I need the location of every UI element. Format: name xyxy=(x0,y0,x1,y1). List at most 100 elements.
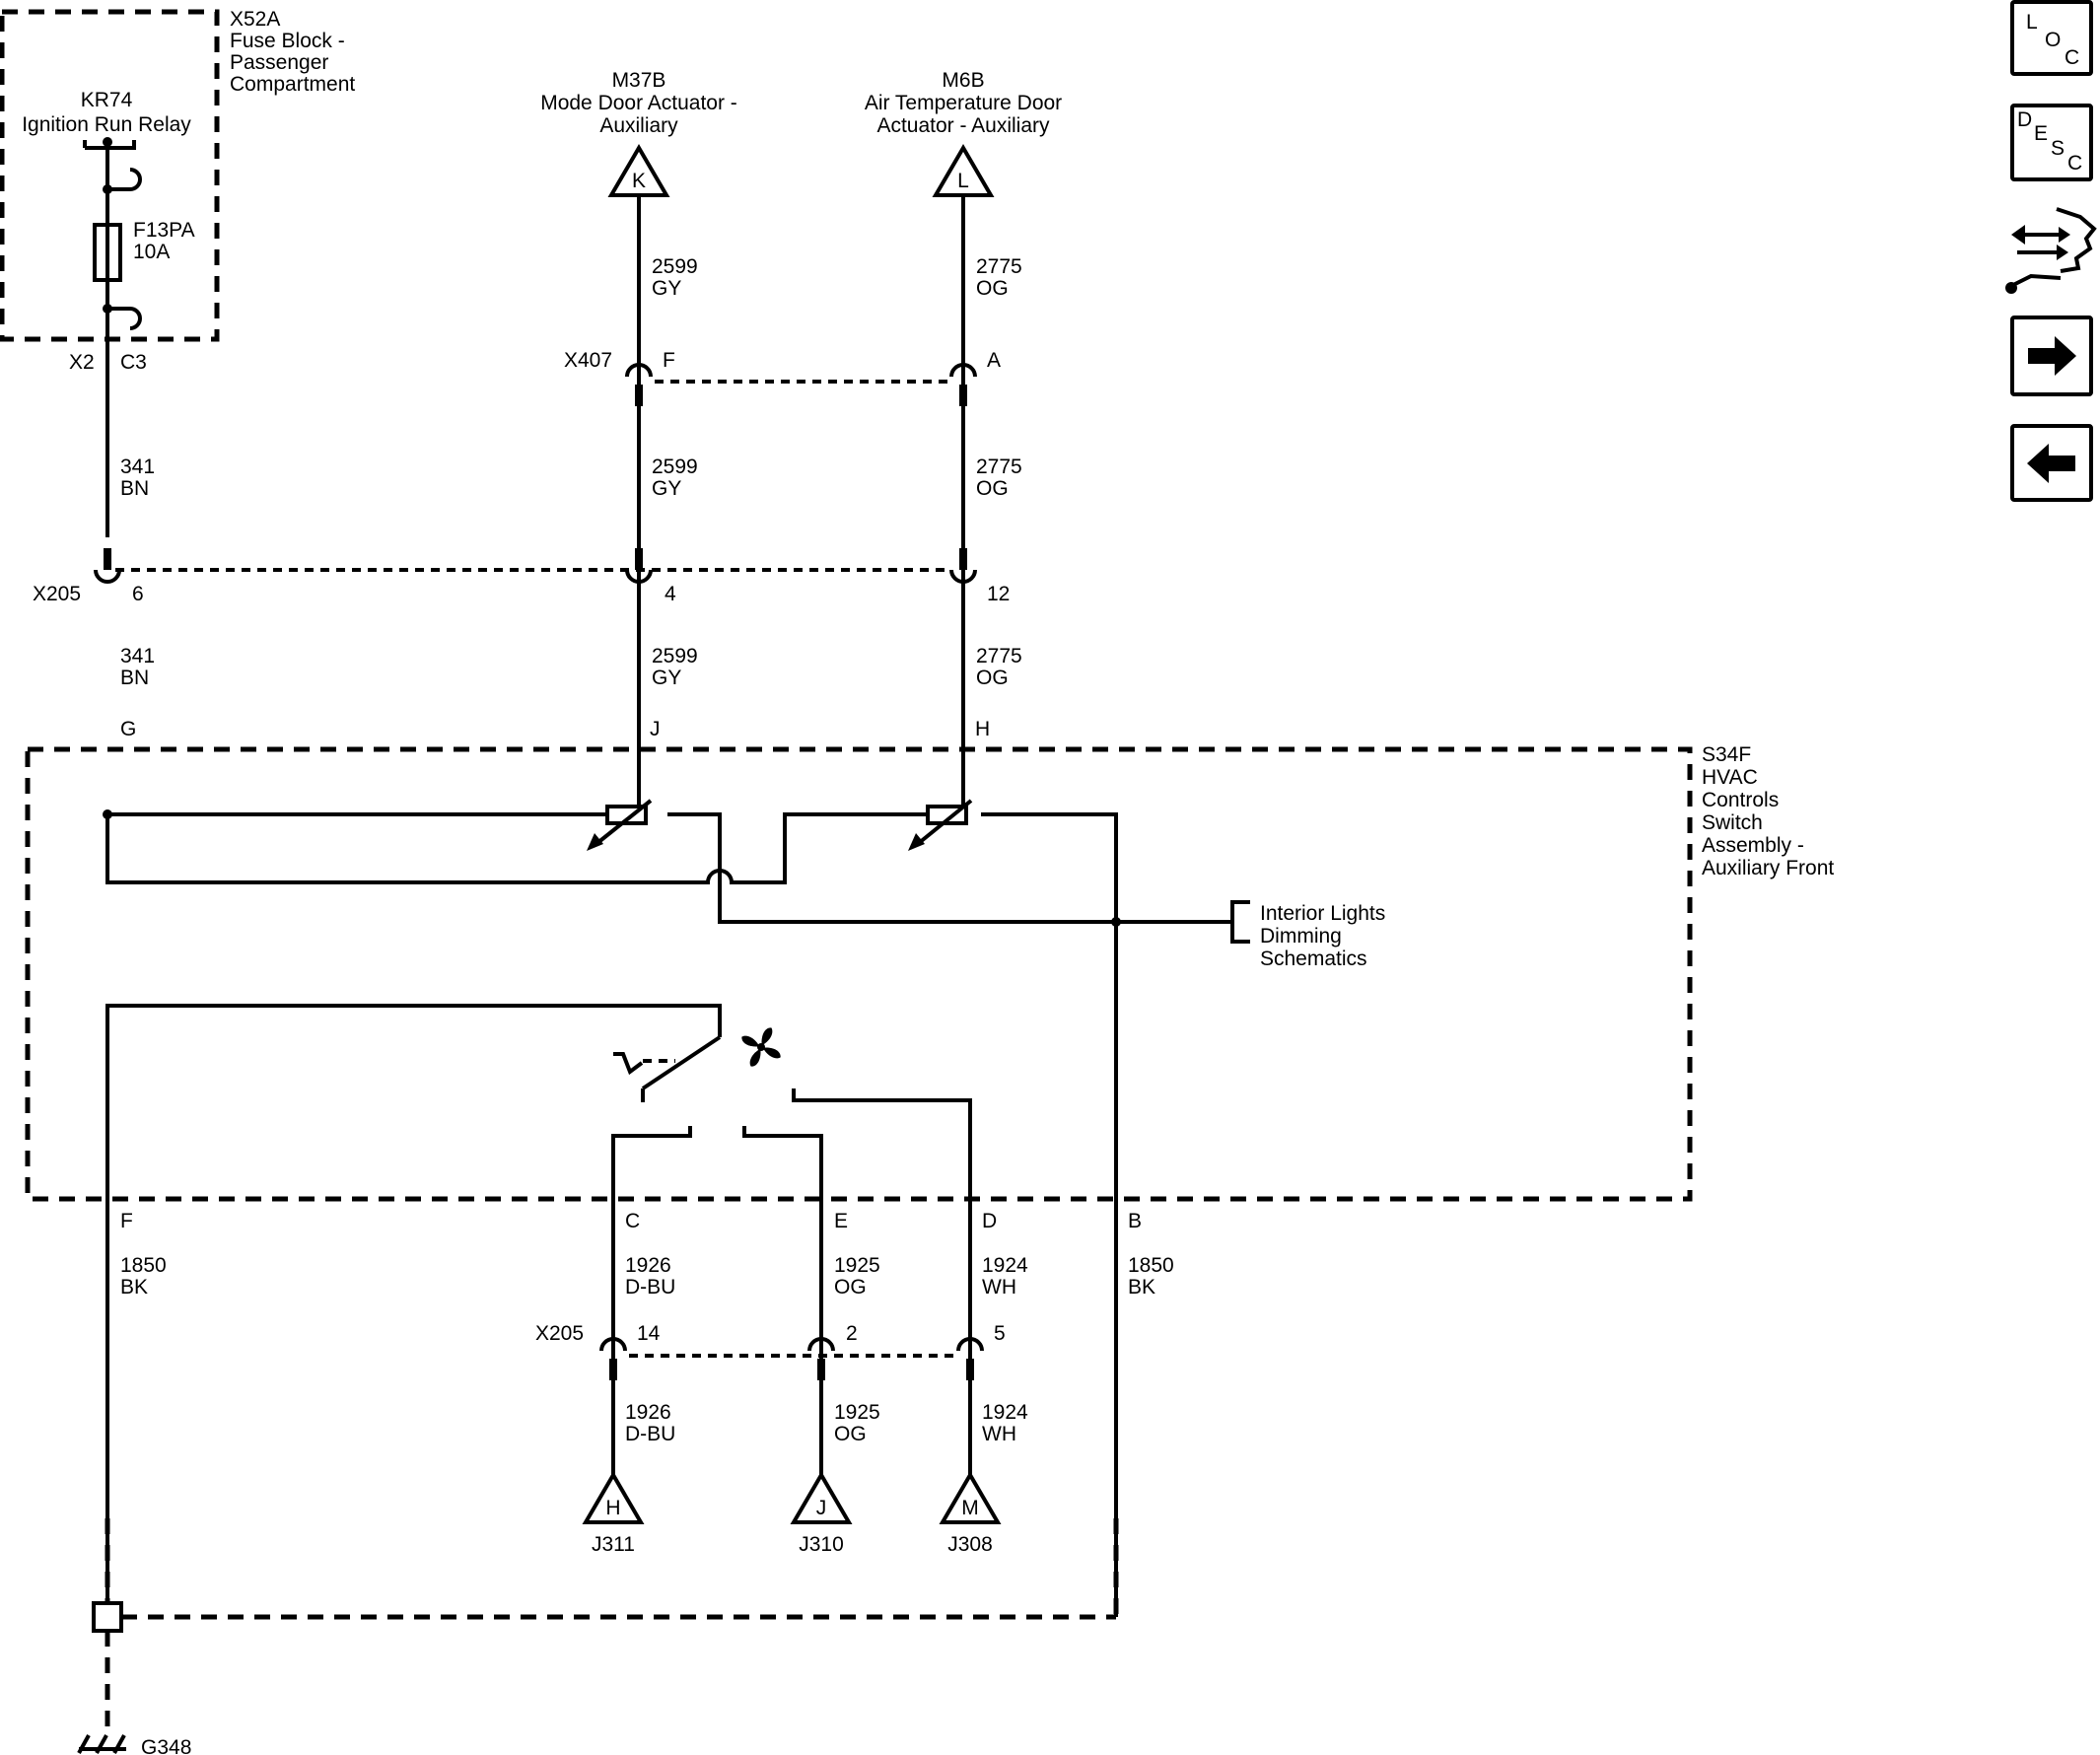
fan-icon xyxy=(741,1027,781,1067)
hvac-switch-name: Controls xyxy=(1702,789,1779,811)
desc-letter: D xyxy=(2017,108,2032,131)
mode-actuator-name-l2: Auxiliary xyxy=(599,114,678,137)
hvac-switch-id: S34F xyxy=(1702,743,1751,766)
x407-connector xyxy=(625,363,977,406)
wire-label: 2599 xyxy=(652,456,698,478)
x407-pin-a: A xyxy=(987,349,1001,372)
wire-label: 341 xyxy=(120,456,155,478)
ground-circuit xyxy=(92,1518,1119,1729)
fuse-block-name-l3: Compartment xyxy=(230,73,355,96)
wire-label: GY xyxy=(652,277,681,300)
switch-pin-c: C xyxy=(625,1210,640,1232)
blower-switch xyxy=(105,1004,972,1617)
wire-label: OG xyxy=(976,477,1009,500)
fuse-block-id: X52A xyxy=(230,8,280,31)
hvac-switch-name: Assembly - xyxy=(1702,834,1804,857)
ref-pin: J xyxy=(816,1497,827,1519)
switch-pin-f: F xyxy=(120,1210,133,1232)
temp-door-potentiometer xyxy=(908,798,973,851)
switch-pin-e: E xyxy=(834,1210,848,1232)
fuse-block-pin: C3 xyxy=(120,351,147,374)
wire-label: OG xyxy=(976,667,1009,689)
loc-letter: O xyxy=(2045,29,2061,51)
switch-pin-j: J xyxy=(650,718,661,740)
fuse-block-name-l1: Fuse Block - xyxy=(230,30,345,52)
wire-label: WH xyxy=(982,1423,1016,1445)
switch-pin-b: B xyxy=(1128,1210,1142,1232)
desc-button[interactable]: D E S C xyxy=(2010,104,2093,181)
switch-pin-g: G xyxy=(120,718,136,740)
mode-actuator-pin: K xyxy=(632,170,646,192)
wire-label: 2599 xyxy=(652,645,698,667)
wire-label: 1924 xyxy=(982,1254,1028,1277)
ref-id: J308 xyxy=(947,1533,993,1556)
desc-letter: S xyxy=(2051,137,2065,160)
wire-label: 2775 xyxy=(976,645,1022,667)
switch-pin-h: H xyxy=(975,718,990,740)
wire-label: WH xyxy=(982,1276,1016,1299)
wire-label: 2775 xyxy=(976,456,1022,478)
ref-triangle-j xyxy=(790,1471,853,1524)
x205-upper-connector xyxy=(94,548,977,584)
wire-label: OG xyxy=(834,1423,867,1445)
previous-arrow-icon xyxy=(2027,444,2075,483)
wire-label: 1926 xyxy=(625,1401,671,1424)
wire-label: BK xyxy=(1128,1276,1155,1299)
wire-label: D-BU xyxy=(625,1276,675,1299)
temp-actuator-name-l1: Air Temperature Door xyxy=(865,92,1062,114)
fuse-lower-contact xyxy=(103,304,142,330)
loc-button[interactable]: L O C xyxy=(2010,0,2093,76)
wire-label: 1924 xyxy=(982,1401,1028,1424)
mode-actuator-name-l1: Mode Door Actuator - xyxy=(540,92,737,114)
dimming-bracket xyxy=(1230,900,1250,944)
temp-actuator-name-l2: Actuator - Auxiliary xyxy=(876,114,1050,137)
hvac-switch-name: Auxiliary Front xyxy=(1702,857,1834,879)
wire-label: OG xyxy=(834,1276,867,1299)
wire-label: BN xyxy=(120,667,149,689)
wire-label: BN xyxy=(120,477,149,500)
wire-label: 1925 xyxy=(834,1401,880,1424)
ground-symbol-icon xyxy=(77,1734,126,1754)
x205-pin-14: 14 xyxy=(637,1322,661,1345)
fuse-block-conn: X2 xyxy=(69,351,95,374)
loc-letter: C xyxy=(2065,46,2079,69)
x205-pin-6: 6 xyxy=(132,583,144,605)
ref-triangle-h xyxy=(582,1471,645,1524)
x205-pin-2: 2 xyxy=(846,1322,858,1345)
next-arrow-icon xyxy=(2028,336,2076,376)
wire-label: 1926 xyxy=(625,1254,671,1277)
wire-label: D-BU xyxy=(625,1423,675,1445)
x205-lower-id: X205 xyxy=(535,1322,584,1345)
x407-id: X407 xyxy=(564,349,612,372)
wire-label: 1850 xyxy=(1128,1254,1174,1277)
x205-pin-12: 12 xyxy=(987,583,1010,605)
dimming-ref-l1: Interior Lights xyxy=(1260,902,1385,925)
fuse-block-name-l2: Passenger xyxy=(230,51,328,74)
connector-end-view-icon[interactable] xyxy=(2005,207,2097,294)
x205-lower-connector xyxy=(599,1337,984,1380)
switch-internal-circuit xyxy=(103,809,1232,1617)
x407-pin-f: F xyxy=(663,349,675,372)
dimming-ref-l3: Schematics xyxy=(1260,948,1367,970)
ref-triangle-m xyxy=(939,1471,1002,1524)
wire-label: 2775 xyxy=(976,255,1022,278)
x205-pin-4: 4 xyxy=(665,583,676,605)
desc-letter: C xyxy=(2067,152,2082,175)
temp-actuator-pin: L xyxy=(957,170,969,192)
wire-label: 341 xyxy=(120,645,155,667)
relay-contact-symbol xyxy=(83,137,142,537)
fuse-rating: 10A xyxy=(133,241,170,263)
next-arrow-button[interactable] xyxy=(2010,316,2093,396)
previous-arrow-button[interactable] xyxy=(2010,424,2093,502)
wire-label: GY xyxy=(652,477,681,500)
hvac-switch-name: HVAC xyxy=(1702,766,1758,789)
desc-letter: E xyxy=(2034,122,2048,145)
dimming-ref-l2: Dimming xyxy=(1260,925,1342,948)
ref-id: J310 xyxy=(799,1533,844,1556)
mode-actuator-id: M37B xyxy=(612,69,666,92)
fuse-id: F13PA xyxy=(133,219,195,242)
relay-name: Ignition Run Relay xyxy=(22,113,191,136)
relay-id: KR74 xyxy=(81,89,133,111)
